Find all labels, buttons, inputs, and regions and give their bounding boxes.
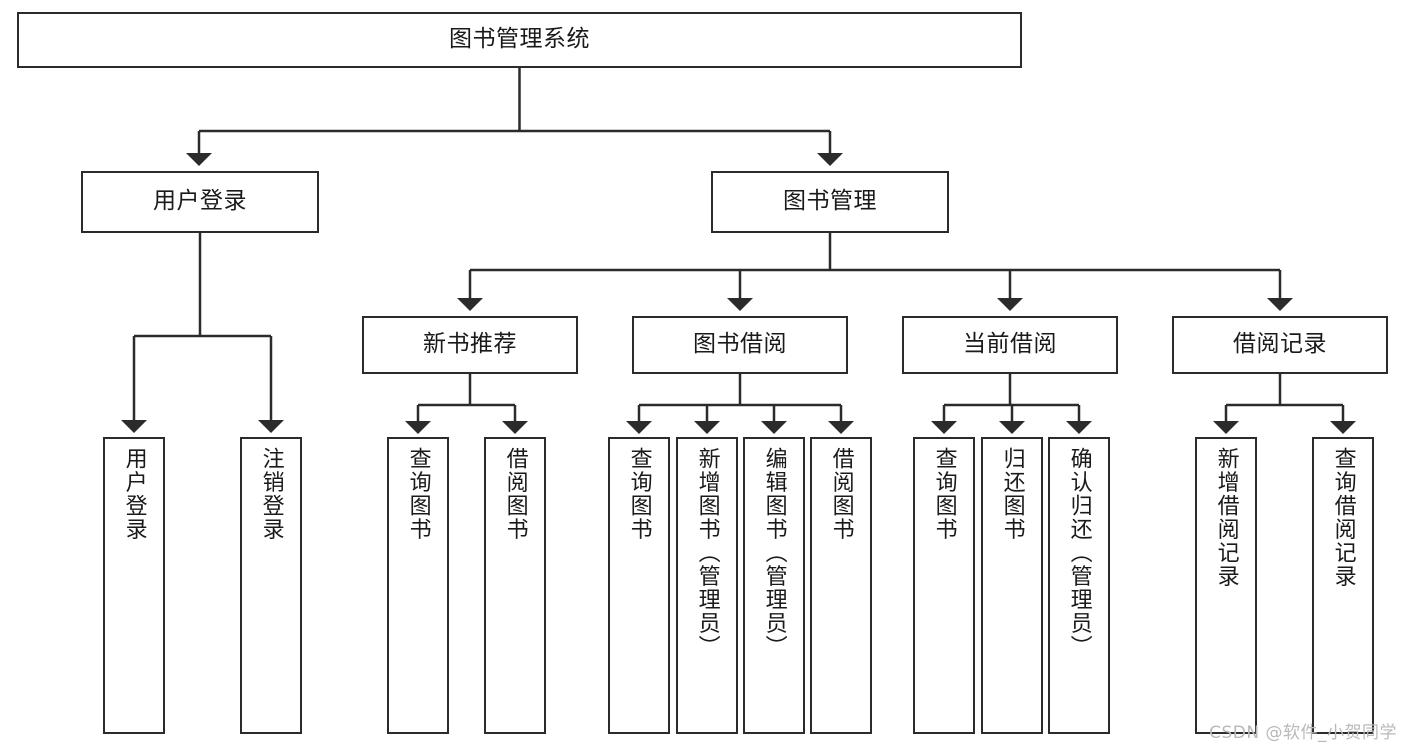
leaf-logout[interactable]: 注销登录 (240, 437, 302, 734)
leaf-borrow-book-recommend[interactable]: 借阅图书 (484, 437, 546, 734)
leaf-borrow-book-label: 借阅图书 (828, 447, 854, 541)
leaf-query-borrow-record[interactable]: 查询借阅记录 (1312, 437, 1374, 734)
node-current-borrow[interactable]: 当前借阅 (902, 316, 1118, 374)
leaf-borrow-book[interactable]: 借阅图书 (810, 437, 872, 734)
watermark: CSDN @软件_小贺同学 (1209, 723, 1397, 743)
leaf-query-book-current-label: 查询图书 (931, 447, 957, 541)
leaf-add-borrow-record[interactable]: 新增借阅记录 (1195, 437, 1257, 734)
leaf-query-book-borrow[interactable]: 查询图书 (608, 437, 670, 734)
leaf-query-book-current[interactable]: 查询图书 (913, 437, 975, 734)
node-root-label: 图书管理系统 (449, 26, 590, 53)
leaf-add-borrow-record-label: 新增借阅记录 (1213, 447, 1239, 588)
leaf-query-book-borrow-label: 查询图书 (626, 447, 652, 541)
leaf-confirm-return[interactable]: 确认归还（管理员） (1048, 437, 1110, 734)
leaf-confirm-return-label: 确认归还（管理员） (1066, 447, 1092, 659)
node-root[interactable]: 图书管理系统 (17, 12, 1022, 68)
leaf-add-book-label: 新增图书（管理员） (694, 447, 720, 659)
node-book-borrow-label: 图书借阅 (693, 331, 787, 358)
node-new-book-recommend[interactable]: 新书推荐 (362, 316, 578, 374)
node-borrow-record[interactable]: 借阅记录 (1172, 316, 1388, 374)
leaf-query-book-recommend[interactable]: 查询图书 (387, 437, 449, 734)
node-new-book-recommend-label: 新书推荐 (423, 331, 517, 358)
node-book-management-label: 图书管理 (783, 188, 877, 215)
node-current-borrow-label: 当前借阅 (963, 331, 1057, 358)
leaf-edit-book-label: 编辑图书（管理员） (761, 447, 787, 659)
leaf-borrow-book-recommend-label: 借阅图书 (502, 447, 528, 541)
node-book-management[interactable]: 图书管理 (711, 171, 949, 233)
leaf-return-book[interactable]: 归还图书 (981, 437, 1043, 734)
node-borrow-record-label: 借阅记录 (1233, 331, 1327, 358)
leaf-logout-label: 注销登录 (258, 447, 284, 541)
node-user-login-label: 用户登录 (153, 188, 247, 215)
leaf-query-borrow-record-label: 查询借阅记录 (1330, 447, 1356, 588)
leaf-edit-book[interactable]: 编辑图书（管理员） (743, 437, 805, 734)
leaf-user-login-label: 用户登录 (121, 447, 147, 541)
leaf-query-book-recommend-label: 查询图书 (405, 447, 431, 541)
node-book-borrow[interactable]: 图书借阅 (632, 316, 848, 374)
leaf-return-book-label: 归还图书 (999, 447, 1025, 541)
leaf-user-login[interactable]: 用户登录 (103, 437, 165, 734)
node-user-login[interactable]: 用户登录 (81, 171, 319, 233)
leaf-add-book[interactable]: 新增图书（管理员） (676, 437, 738, 734)
